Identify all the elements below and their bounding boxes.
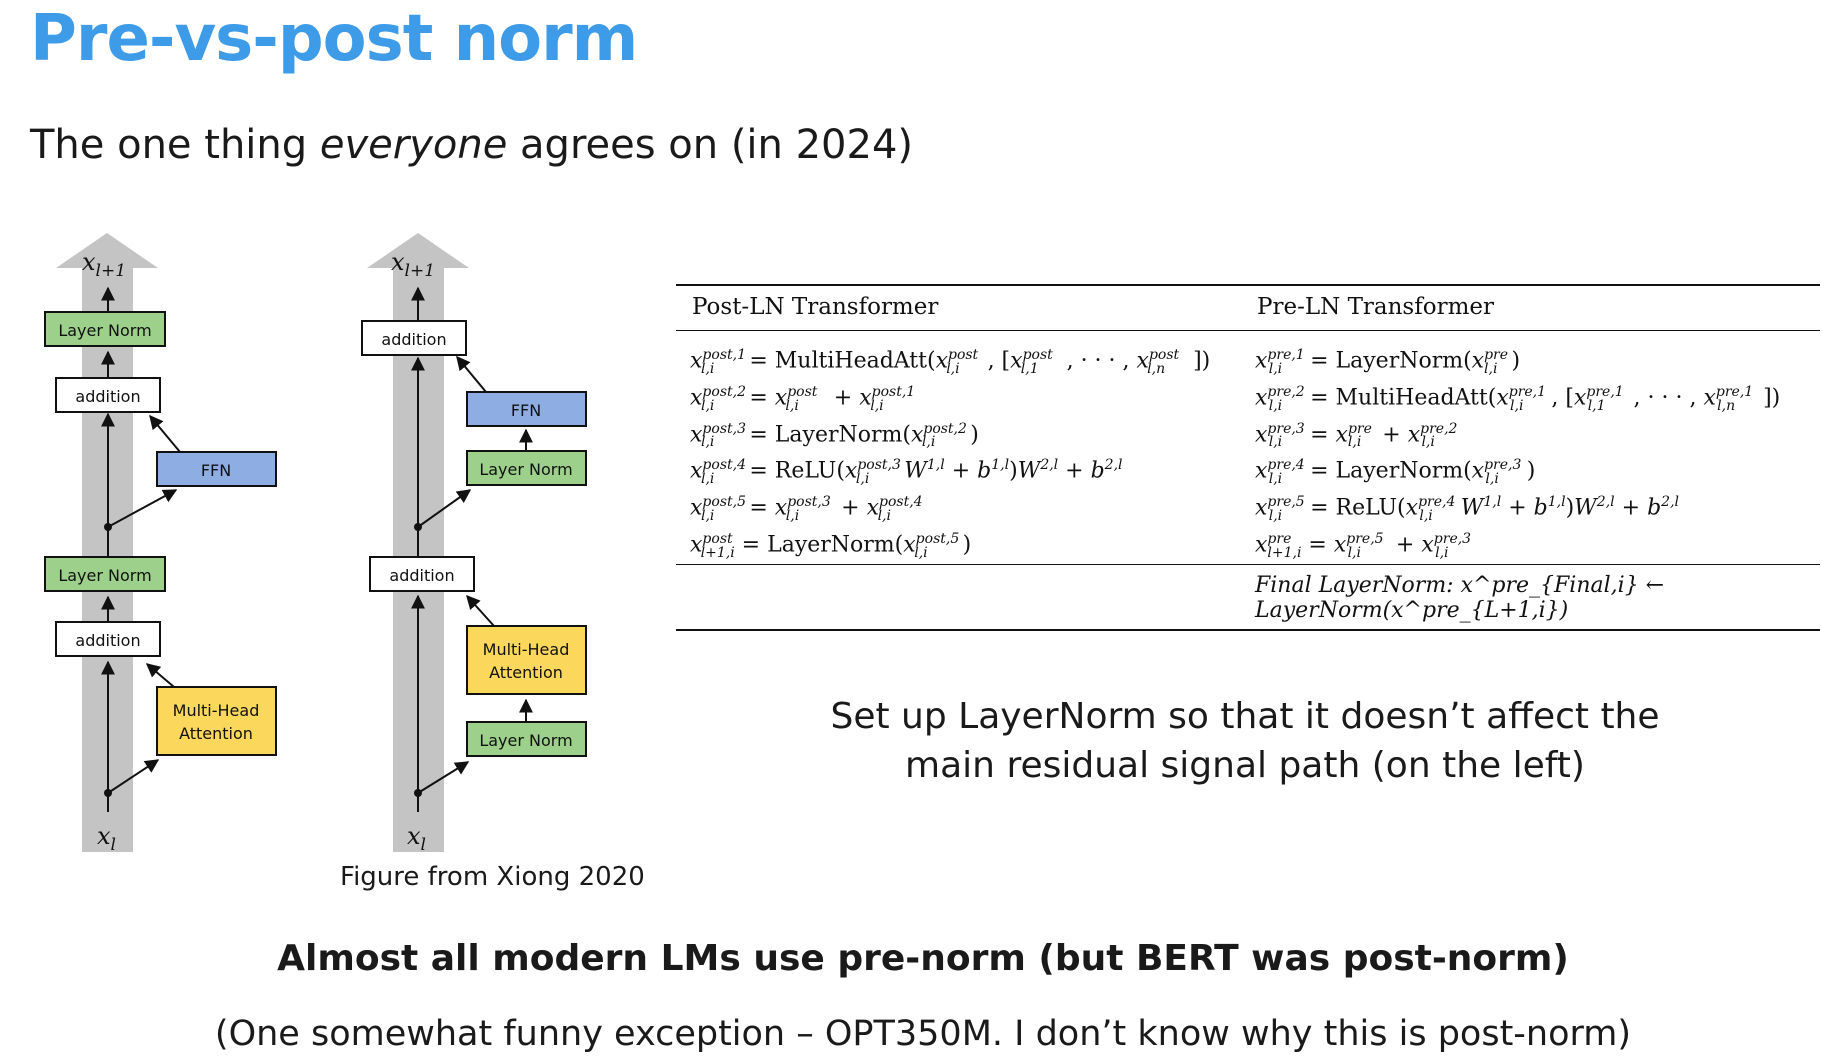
table-bottom-rule (676, 628, 1820, 631)
post-eq-5: xpost,5l,i = xpost,3l,i + xpost,4l,i (690, 494, 923, 524)
equation-table: Post-LN Transformer Pre-LN Transformer x… (676, 284, 1820, 631)
svg-text:addition: addition (75, 631, 140, 650)
post-ln-addition-top: addition (55, 377, 161, 413)
post-eq-6: xpostl+1,i = LayerNorm(xpost,5l,i ) (690, 530, 972, 561)
svg-text:Multi-Head: Multi-Head (173, 701, 260, 720)
svg-text:Attention: Attention (489, 663, 563, 682)
post-ln-diagram: xl+1 xl Layer Norm addition FFN (44, 233, 277, 855)
pre-ln-addition-bottom: addition (369, 556, 475, 592)
post-ln-layer-norm-top: Layer Norm (44, 311, 166, 347)
svg-text:addition: addition (389, 566, 454, 585)
pre-ln-addition-top: addition (361, 320, 467, 356)
figure-caption: Figure from Xiong 2020 (340, 862, 645, 892)
post-eq-1: xpost,1l,i = MultiHeadAtt(xpostl,i , [xp… (690, 347, 1211, 377)
svg-text:Multi-Head: Multi-Head (483, 640, 570, 659)
svg-text:FFN: FFN (511, 401, 541, 420)
svg-text:Layer Norm: Layer Norm (479, 460, 572, 479)
pre-ln-input-label: xl (407, 822, 426, 855)
pre-ln-ffn: FFN (466, 391, 587, 427)
layernorm-note: Set up LayerNorm so that it doesn’t affe… (830, 692, 1660, 790)
slide-title: Pre-vs-post norm (30, 2, 638, 76)
post-ln-ffn: FFN (156, 451, 277, 487)
svg-text:addition: addition (75, 387, 140, 406)
svg-text:addition: addition (381, 330, 446, 349)
post-ln-header: Post-LN Transformer (692, 294, 939, 320)
pre-ln-multi-head-attention: Multi-Head Attention (466, 625, 587, 695)
post-ln-layer-norm-mid: Layer Norm (44, 556, 166, 592)
post-ln-output-label: xl+1 (82, 248, 126, 281)
pre-eq-2: xpre,2l,i = MultiHeadAtt(xpre,1l,i , [xp… (1255, 383, 1781, 414)
table-mid-rule (676, 563, 1820, 565)
pre-eq-1: xpre,1l,i = LayerNorm(xprel,i ) (1255, 347, 1521, 377)
pre-eq-5: xpre,5l,i = ReLU(xpre,4l,i W1,l + b1,l)W… (1255, 494, 1679, 524)
svg-text:Layer Norm: Layer Norm (58, 321, 151, 340)
post-ln-equations: xpost,1l,i = MultiHeadAtt(xpostl,i , [xp… (690, 337, 1255, 561)
pre-eq-3: xpre,3l,i = xprel,i + xpre,2l,i (1255, 420, 1458, 451)
svg-text:FFN: FFN (201, 461, 231, 480)
note-line-2: main residual signal path (on the left) (905, 745, 1585, 786)
table-header: Post-LN Transformer Pre-LN Transformer (676, 286, 1820, 330)
svg-text:Attention: Attention (179, 724, 253, 743)
emphasis-everyone: everyone (319, 122, 508, 168)
pre-norm-statement: Almost all modern LMs use pre-norm (but … (277, 938, 1569, 979)
post-eq-2: xpost,2l,i = xpostl,i + xpost,1l,i (690, 383, 916, 414)
pre-eq-6: xprel+1,i = xpre,5l,i + xpre,3l,i (1255, 530, 1472, 561)
pre-ln-header: Pre-LN Transformer (1257, 294, 1494, 320)
pre-eq-4: xpre,4l,i = LayerNorm(xpre,3l,i ) (1255, 457, 1536, 488)
final-layernorm-equation: Final LayerNorm: x^pre_{Final,i} ← Layer… (1255, 572, 1665, 623)
table-header-rule (676, 330, 1820, 331)
pre-ln-diagram: xl+1 xl addition FFN Layer Norm (361, 233, 587, 855)
post-ln-multi-head-attention: Multi-Head Attention (156, 686, 277, 756)
equation-grid: xpost,1l,i = MultiHeadAtt(xpostl,i , [xp… (676, 331, 1820, 564)
svg-text:Layer Norm: Layer Norm (58, 566, 151, 585)
post-eq-3: xpost,3l,i = LayerNorm(xpost,2l,i ) (690, 420, 979, 451)
pre-ln-layer-norm-attn: Layer Norm (466, 721, 587, 757)
post-eq-4: xpost,4l,i = ReLU(xpost,3l,i W1,l + b1,l… (690, 457, 1123, 488)
pre-ln-equations: xpre,1l,i = LayerNorm(xprel,i ) xpre,2l,… (1255, 337, 1781, 561)
pre-ln-output-label: xl+1 (391, 248, 435, 281)
opt350m-exception: (One somewhat funny exception – OPT350M.… (214, 1014, 1632, 1054)
post-ln-addition-bottom: addition (55, 621, 161, 657)
slide-subtitle: The one thing everyone agrees on (in 202… (30, 122, 914, 168)
table-top-rule (676, 284, 1820, 286)
note-line-1: Set up LayerNorm so that it doesn’t affe… (830, 696, 1660, 737)
svg-text:Layer Norm: Layer Norm (479, 731, 572, 750)
pre-ln-layer-norm-ffn: Layer Norm (466, 450, 587, 486)
post-ln-input-label: xl (97, 822, 116, 855)
